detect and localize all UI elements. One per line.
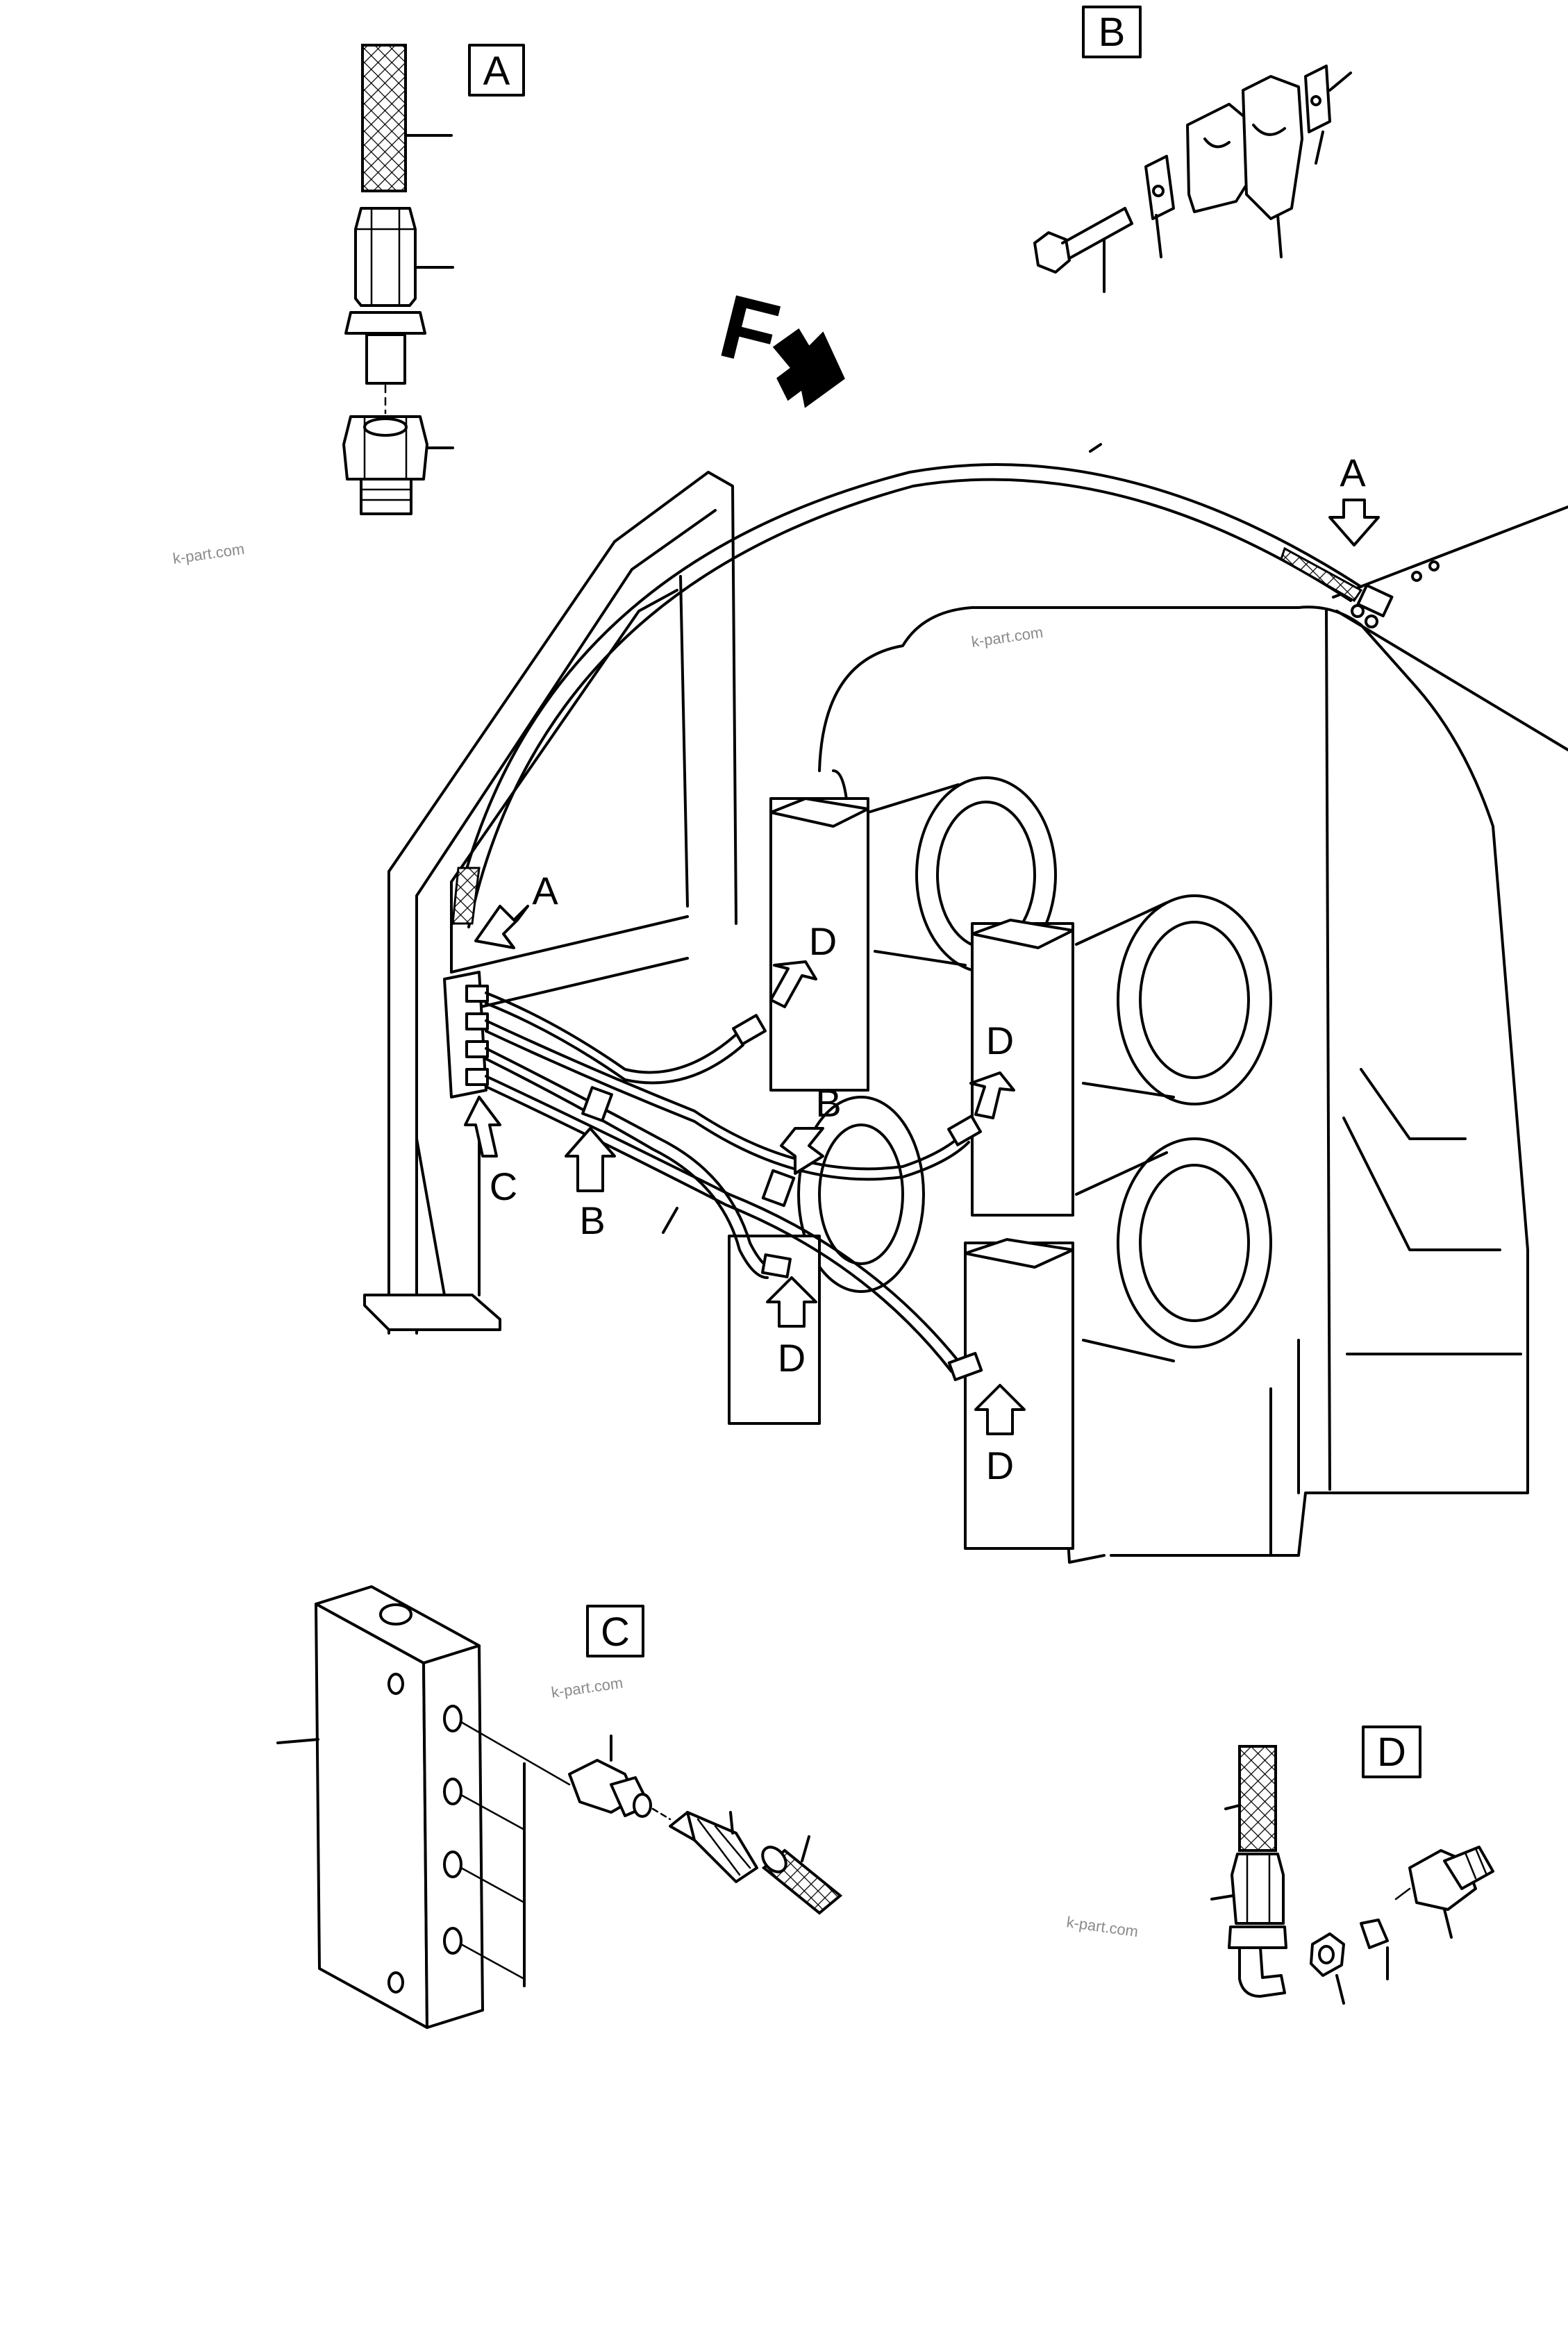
distributor-block bbox=[443, 971, 489, 1098]
callout-arrow-d-1: D bbox=[769, 919, 837, 1008]
leader-line bbox=[1443, 1908, 1453, 1939]
detail-c-label: C bbox=[601, 1610, 630, 1655]
straight-connector bbox=[568, 1735, 652, 1818]
callout-a-left-label: A bbox=[532, 869, 558, 912]
detail-a-box: A bbox=[468, 44, 525, 97]
leader-line bbox=[729, 1811, 734, 1835]
leader-line bbox=[1315, 131, 1324, 165]
bearing-block bbox=[964, 1242, 1074, 1550]
detail-b-label: B bbox=[1099, 10, 1126, 55]
bearing-block-top bbox=[769, 797, 869, 828]
main-assembly: A A C B B D D D bbox=[363, 443, 1568, 1564]
hose-end-fitting bbox=[354, 207, 417, 307]
lubrication-hose-1 bbox=[485, 992, 767, 1085]
clamp-half-rear bbox=[1186, 103, 1255, 213]
detail-a-hose-fitting bbox=[342, 44, 454, 515]
leader-line bbox=[1335, 1974, 1345, 2005]
elbow bbox=[1238, 1946, 1286, 1998]
watermark: k-part.com bbox=[550, 1674, 624, 1701]
leader-line bbox=[276, 1738, 319, 1744]
block-front bbox=[422, 1644, 484, 2029]
callout-a-top-label: A bbox=[1340, 451, 1366, 494]
watermark: k-part.com bbox=[172, 540, 245, 567]
hose-clamp bbox=[761, 1169, 796, 1208]
callout-arrow-b-upper: B bbox=[780, 1081, 842, 1175]
callout-arrow-a-top: A bbox=[1328, 451, 1380, 546]
callout-arrow-d-4: D bbox=[974, 1384, 1026, 1487]
detail-b-clamp-assembly bbox=[1033, 65, 1352, 293]
upper-hose-end bbox=[1351, 560, 1440, 628]
main-supply-hose bbox=[451, 443, 1363, 928]
gearbox-housing bbox=[818, 506, 1568, 1564]
lower-right-drive-shaft bbox=[964, 1137, 1272, 1550]
callout-d4-label: D bbox=[986, 1444, 1014, 1487]
detail-d-label: D bbox=[1377, 1730, 1406, 1775]
leader-line bbox=[1210, 1894, 1235, 1900]
detail-c-distributor bbox=[276, 1585, 843, 2029]
leader-line bbox=[1276, 214, 1283, 258]
lubrication-hose-3 bbox=[485, 1047, 792, 1279]
callout-b-upper-label: B bbox=[815, 1081, 841, 1125]
forward-label: F bbox=[710, 275, 788, 387]
leader-line bbox=[801, 1835, 810, 1862]
sleeve bbox=[1360, 1919, 1389, 1949]
detail-a-label: A bbox=[483, 49, 510, 94]
upper-drive-shaft bbox=[769, 776, 1057, 1092]
hose-fitting bbox=[669, 1811, 758, 1883]
callout-arrow-d-3: D bbox=[766, 1276, 817, 1380]
callout-arrow-c: C bbox=[464, 1096, 517, 1208]
bearing-block bbox=[971, 922, 1074, 1217]
detail-d-elbow-fitting bbox=[1210, 1745, 1494, 2005]
hose-clamp bbox=[581, 1086, 613, 1122]
leader-line bbox=[662, 1207, 678, 1234]
leader-line bbox=[1328, 72, 1352, 92]
detail-d-box: D bbox=[1362, 1726, 1421, 1778]
lubrication-hose-2 bbox=[485, 1019, 982, 1181]
bolt bbox=[1033, 207, 1133, 274]
middle-drive-shaft bbox=[971, 894, 1272, 1217]
block-front bbox=[443, 971, 487, 1098]
bearing-block bbox=[769, 797, 869, 1092]
callout-d1-label: D bbox=[809, 919, 837, 963]
hex-nut bbox=[344, 311, 426, 335]
callout-arrow-a-left: A bbox=[474, 869, 558, 949]
watermark: k-part.com bbox=[970, 624, 1044, 651]
braided-hose bbox=[361, 44, 407, 192]
detail-b-box: B bbox=[1082, 6, 1142, 58]
detail-c-box: C bbox=[586, 1605, 644, 1657]
support-frame bbox=[363, 471, 737, 1335]
callout-d2-label: D bbox=[986, 1019, 1014, 1062]
callout-arrow-b-lower: B bbox=[565, 1127, 616, 1242]
callout-c-label: C bbox=[490, 1164, 517, 1208]
leader-line bbox=[1089, 443, 1102, 453]
leader-line bbox=[1155, 214, 1162, 258]
bearing-block-top bbox=[964, 1238, 1074, 1269]
lower-left-drive-shaft bbox=[728, 1096, 925, 1425]
threaded-end bbox=[360, 478, 412, 515]
lubrication-hose-4 bbox=[485, 1075, 983, 1382]
braided-hose bbox=[1238, 1745, 1277, 1852]
nipple bbox=[365, 333, 406, 385]
block-side bbox=[315, 1603, 428, 2029]
clamp-half-front bbox=[1242, 75, 1303, 220]
callout-b-lower-label: B bbox=[579, 1198, 605, 1242]
forward-direction-indicator: F bbox=[710, 275, 845, 408]
leader-line bbox=[1224, 1804, 1241, 1810]
watermark: k-part.com bbox=[1065, 1913, 1139, 1940]
callout-d3-label: D bbox=[778, 1336, 806, 1380]
bearing-block-top bbox=[971, 919, 1074, 949]
forward-arrow-icon bbox=[772, 328, 845, 408]
callout-arrow-d-2: D bbox=[969, 1019, 1015, 1119]
